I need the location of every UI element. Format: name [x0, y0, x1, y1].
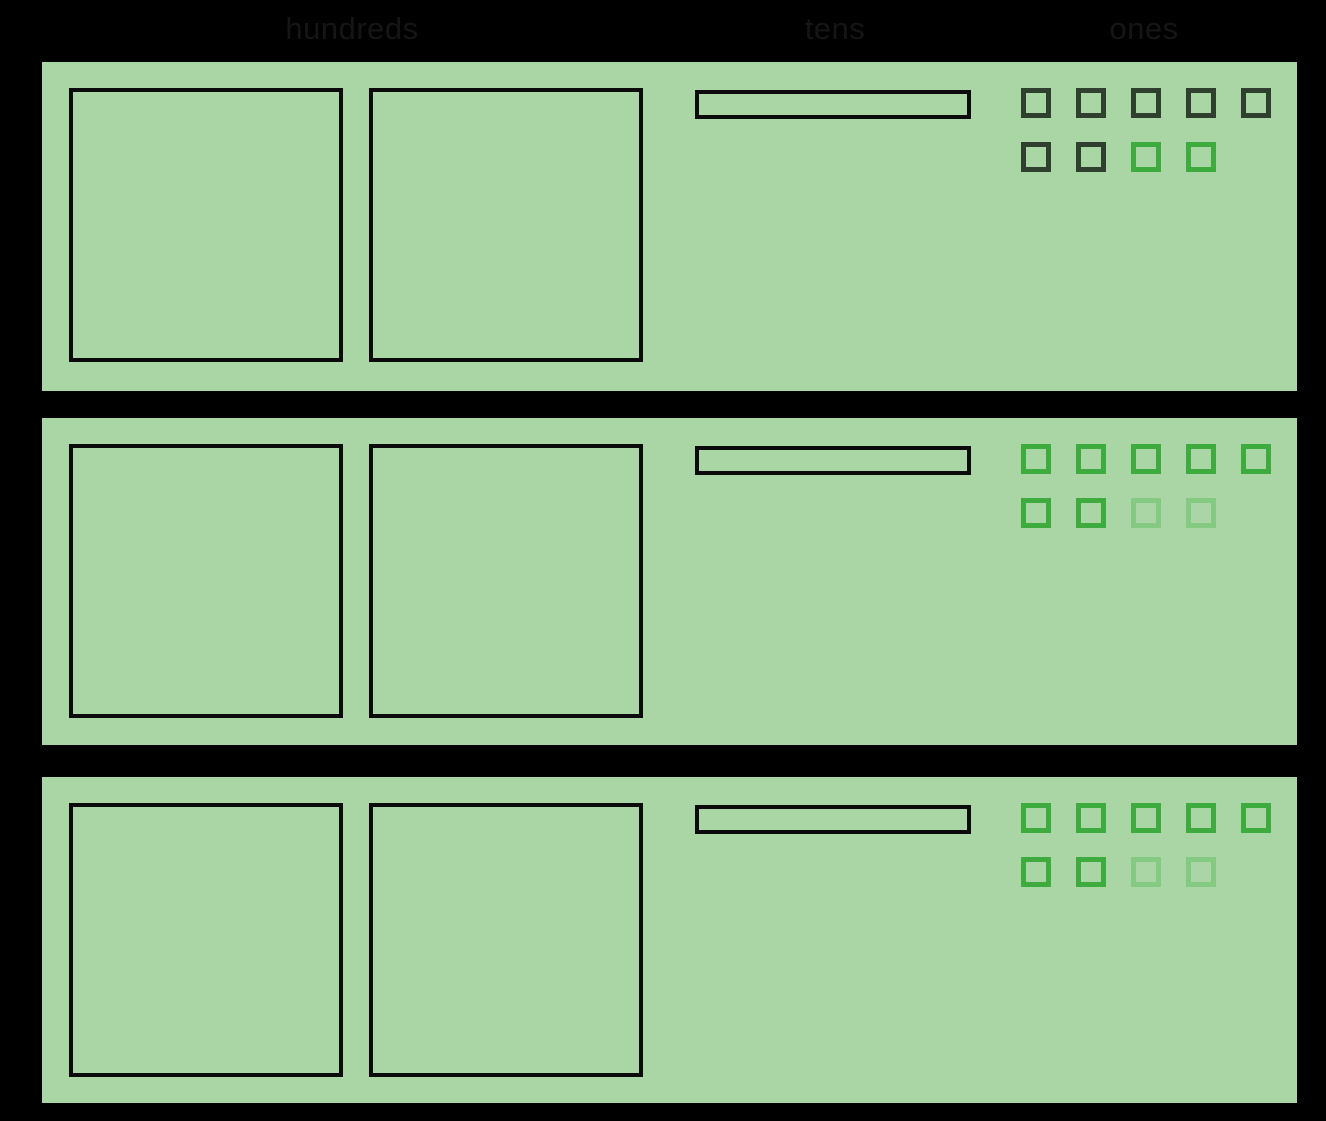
ones-unit-green — [1076, 444, 1106, 474]
ones-area — [1021, 444, 1271, 528]
hundreds-block — [369, 88, 643, 362]
column-label-ones: ones — [1109, 11, 1179, 46]
ones-unit-green — [1021, 857, 1051, 887]
column-label-hundreds: hundreds — [285, 11, 419, 46]
tens-area — [695, 90, 971, 119]
ones-unit-green — [1076, 498, 1106, 528]
hundreds-area — [69, 88, 643, 362]
ones-unit-green — [1241, 803, 1271, 833]
place-value-row — [42, 62, 1297, 391]
ones-unit-faded — [1186, 857, 1216, 887]
ones-unit-dark — [1021, 142, 1051, 172]
ones-unit-faded — [1131, 857, 1161, 887]
ones-unit-green — [1131, 803, 1161, 833]
hundreds-block — [69, 88, 343, 362]
tens-rod — [695, 90, 971, 119]
ones-unit-dark — [1021, 88, 1051, 118]
ones-unit-dark — [1076, 88, 1106, 118]
ones-unit-green — [1076, 803, 1106, 833]
ones-area — [1021, 803, 1271, 887]
ones-unit-green — [1021, 498, 1051, 528]
ones-unit-dark — [1186, 88, 1216, 118]
ones-unit-green — [1021, 444, 1051, 474]
ones-unit-green — [1186, 142, 1216, 172]
ones-unit-green — [1131, 142, 1161, 172]
ones-unit-green — [1131, 444, 1161, 474]
place-value-row — [42, 418, 1297, 745]
hundreds-block — [369, 444, 643, 718]
tens-area — [695, 446, 971, 475]
ones-unit-faded — [1186, 498, 1216, 528]
ones-unit-green — [1021, 803, 1051, 833]
ones-unit-green — [1076, 857, 1106, 887]
hundreds-block — [369, 803, 643, 1077]
tens-rod — [695, 446, 971, 475]
ones-unit-dark — [1241, 88, 1271, 118]
hundreds-area — [69, 444, 643, 718]
ones-area — [1021, 88, 1271, 172]
column-label-tens: tens — [804, 11, 866, 46]
ones-unit-dark — [1076, 142, 1106, 172]
hundreds-area — [69, 803, 643, 1077]
ones-unit-faded — [1131, 498, 1161, 528]
tens-rod — [695, 805, 971, 834]
hundreds-block — [69, 444, 343, 718]
ones-unit-dark — [1131, 88, 1161, 118]
place-value-row — [42, 777, 1297, 1103]
hundreds-block — [69, 803, 343, 1077]
ones-unit-green — [1241, 444, 1271, 474]
ones-unit-green — [1186, 803, 1216, 833]
ones-unit-green — [1186, 444, 1216, 474]
tens-area — [695, 805, 971, 834]
